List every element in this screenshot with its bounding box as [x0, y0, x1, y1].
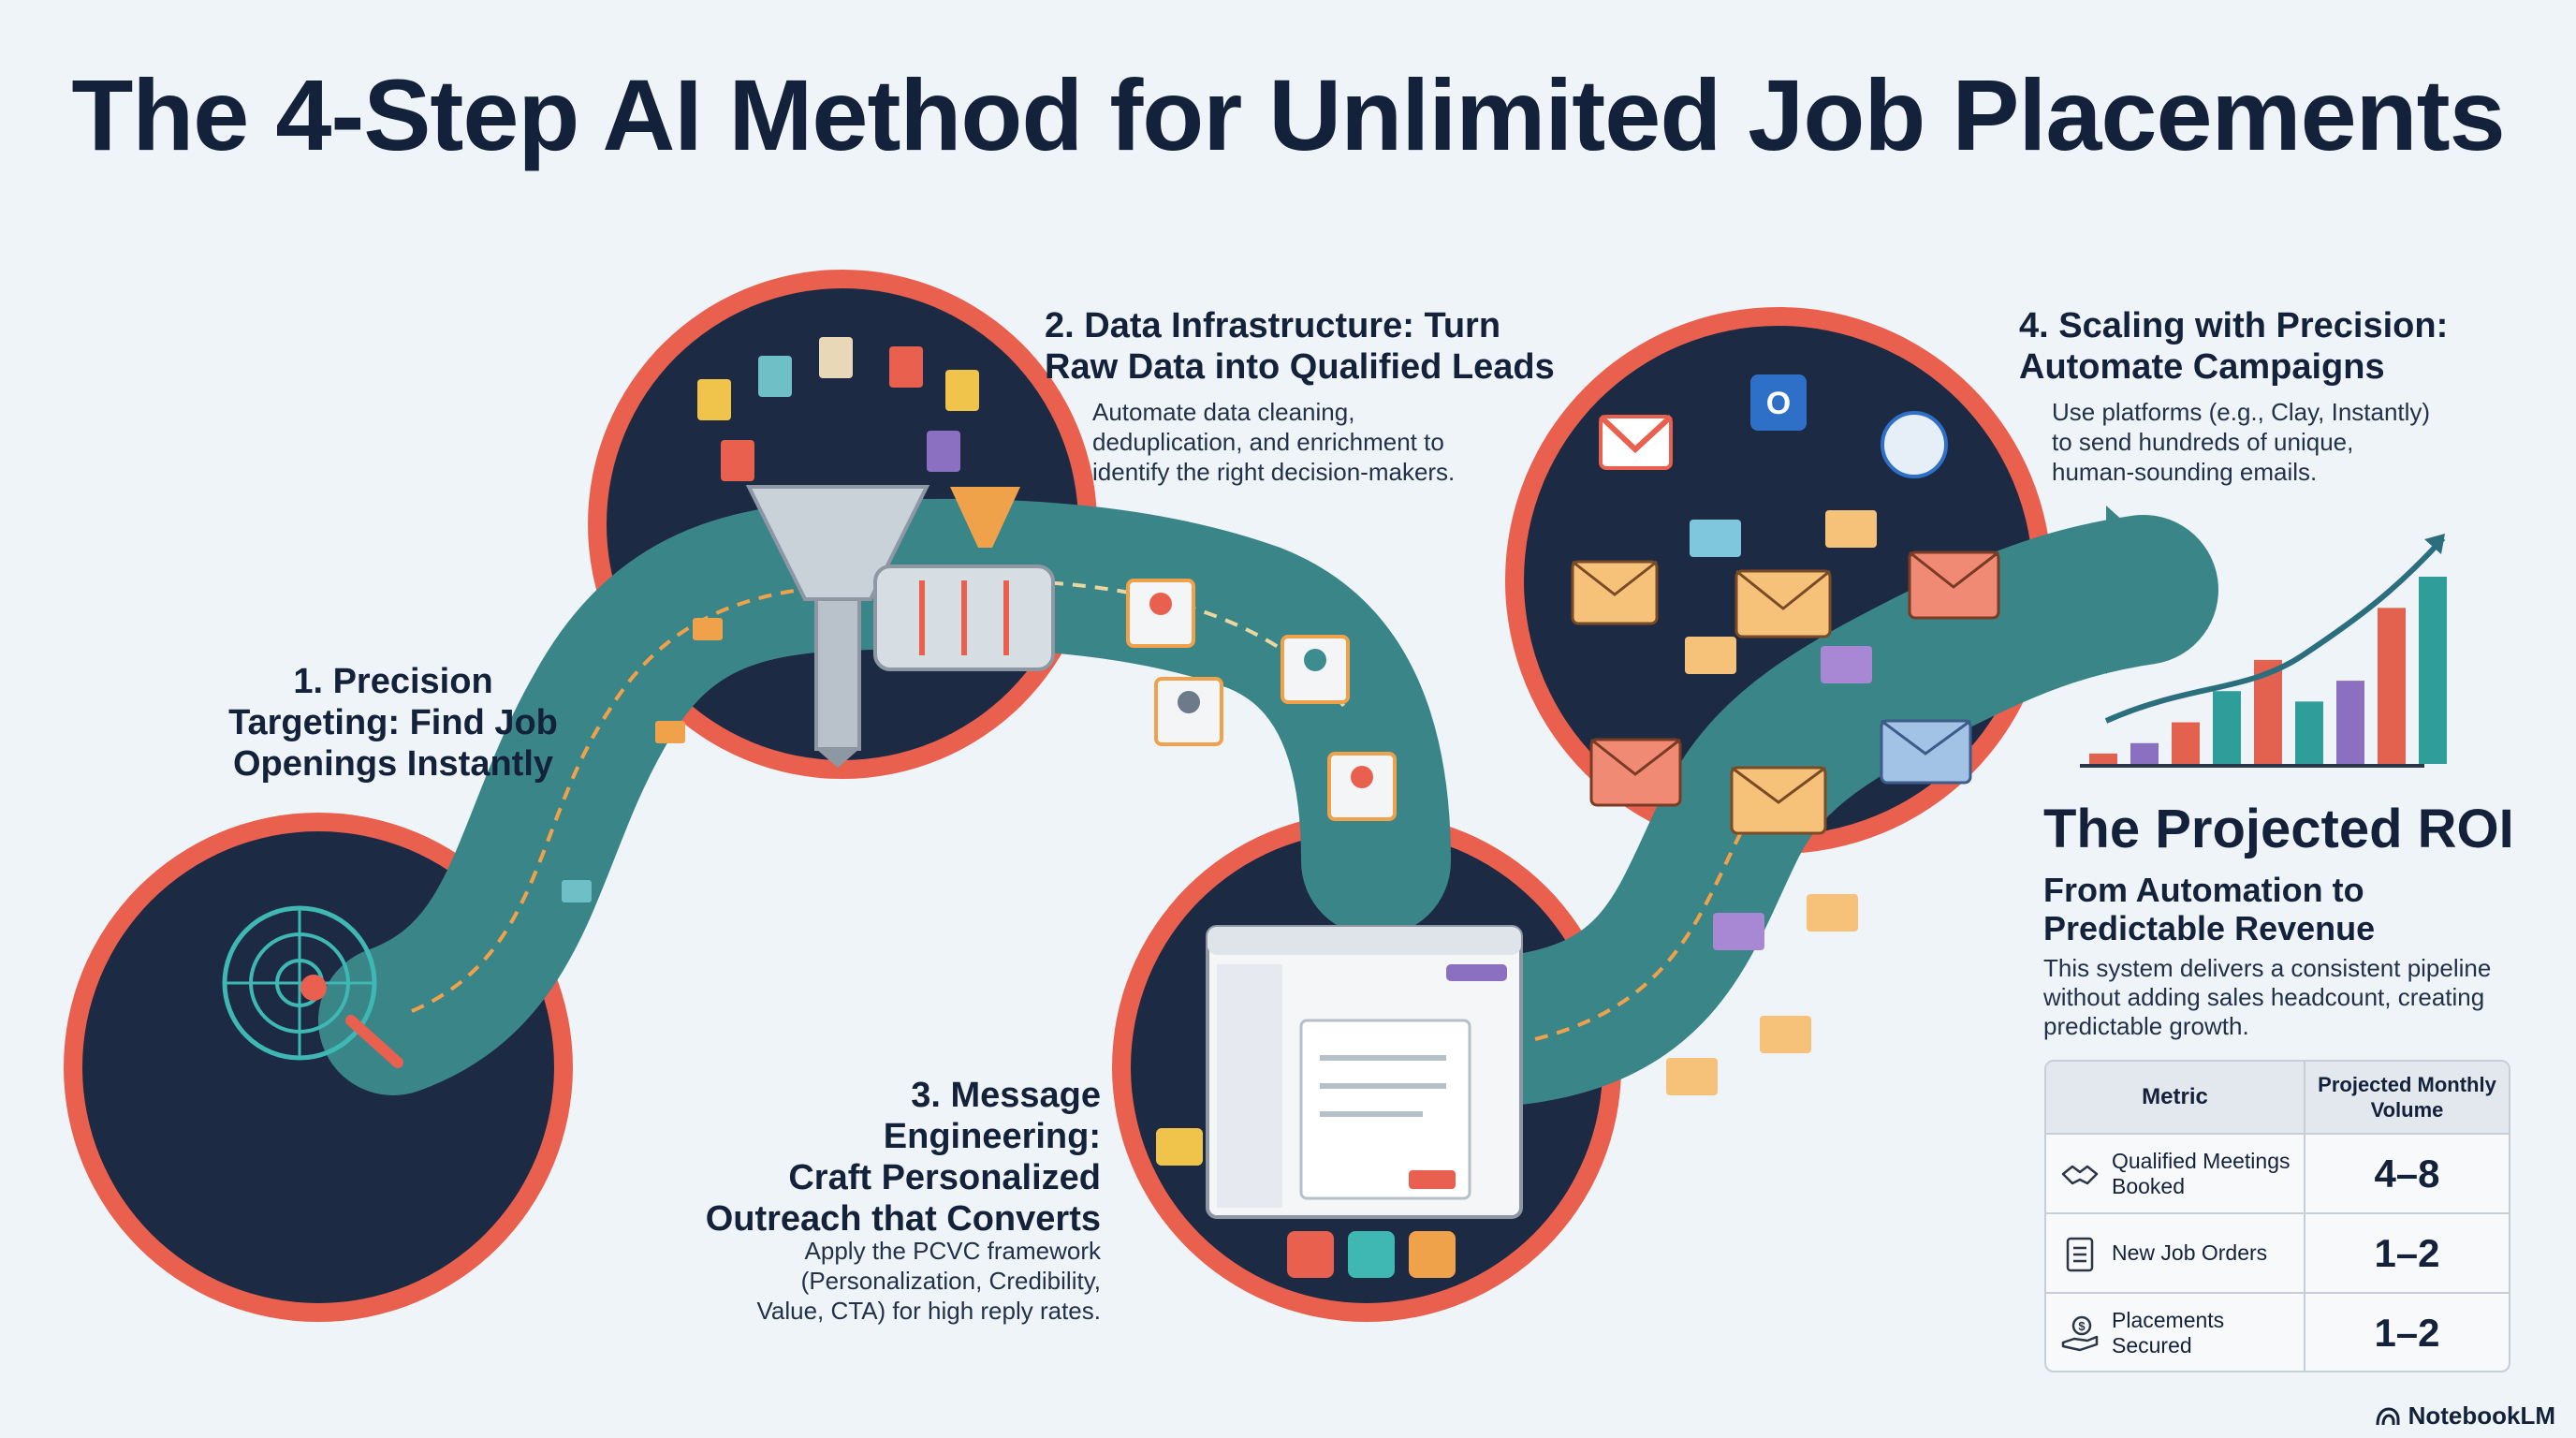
step2-description-line: Automate data cleaning, [1092, 398, 1355, 426]
email-editor-window [1206, 925, 1523, 1219]
flow-arrow-head [2106, 506, 2200, 674]
funnel-icon [745, 485, 1055, 768]
step1-heading-line: Targeting: Find Job [228, 703, 558, 742]
growth-bar [2089, 753, 2117, 764]
roi-table: Metric Projected Monthly Volume Qualifie… [2044, 1060, 2510, 1372]
step2-heading: 2. Data Infrastructure: Turn Raw Data in… [1045, 305, 1555, 388]
growth-bar [2378, 608, 2406, 764]
table-header: Metric Projected Monthly Volume [2046, 1062, 2509, 1135]
step3-heading-line: 3. Message [911, 1076, 1101, 1115]
profile-cards [1126, 579, 1397, 821]
money-hand-icon: $ [2061, 1315, 2099, 1351]
step3-description-line: Apply the PCVC framework [804, 1237, 1101, 1265]
roi-title: The Projected ROI [2043, 799, 2514, 859]
pcvc-icons [1156, 1128, 1456, 1278]
growth-bar [2336, 681, 2364, 764]
growth-bar [2419, 577, 2447, 764]
step3-description: Apply the PCVC framework (Personalizatio… [693, 1236, 1101, 1326]
step4-description-line: to send hundreds of unique, [2052, 428, 2354, 456]
growth-bar [2172, 722, 2200, 764]
column-header-volume: Projected Monthly Volume [2304, 1062, 2509, 1133]
growth-arrow-icon [2424, 534, 2445, 554]
step4-description: Use platforms (e.g., Clay, Instantly) to… [2052, 397, 2430, 487]
step4-description-line: Use platforms (e.g., Clay, Instantly) [2052, 398, 2431, 426]
roi-description: This system delivers a consistent pipeli… [2043, 954, 2492, 1040]
radar-icon [222, 905, 403, 1068]
volume-cell: 1–2 [2304, 1294, 2509, 1371]
metric-label: Placements Secured [2112, 1307, 2225, 1357]
growth-bars [2089, 577, 2447, 764]
step3-heading: 3. Message Engineering: Craft Personaliz… [655, 1075, 1101, 1240]
growth-bar [2213, 691, 2241, 764]
metric-cell: New Job Orders [2046, 1214, 2304, 1292]
metric-label: New Job Orders [2112, 1240, 2268, 1265]
step2-heading-line: Raw Data into Qualified Leads [1045, 347, 1555, 387]
document-icons [562, 337, 979, 902]
step2-heading-line: 2. Data Infrastructure: Turn [1045, 306, 1501, 345]
envelope-icons [1571, 510, 2000, 1095]
brand-name: NotebookLM [2408, 1401, 2555, 1430]
step3-heading-line: Outreach that Converts [705, 1199, 1101, 1239]
step1-heading: 1. Precision Targeting: Find Job Opening… [140, 661, 646, 785]
svg-text:$: $ [2078, 1319, 2086, 1333]
brand-mark: NotebookLM [2375, 1401, 2555, 1431]
step4-heading: 4. Scaling with Precision: Automate Camp… [2019, 305, 2448, 388]
roi-subtitle: From Automation to Predictable Revenue [2043, 871, 2376, 947]
outlook-icon: O [1750, 374, 1807, 431]
step4-heading-line: Automate Campaigns [2019, 347, 2385, 387]
volume-cell: 1–2 [2304, 1214, 2509, 1292]
table-row: $ Placements Secured 1–2 [2046, 1294, 2509, 1371]
step2-description: Automate data cleaning, deduplication, a… [1092, 397, 1455, 487]
table-row: Qualified Meetings Booked 4–8 [2046, 1135, 2509, 1214]
cloud-icon [1881, 411, 1948, 478]
checklist-icon [2066, 1237, 2094, 1271]
svg-text:O: O [1766, 386, 1791, 421]
notebooklm-logo-icon [2376, 1406, 2400, 1425]
table-row: New Job Orders 1–2 [2046, 1214, 2509, 1294]
handshake-icon [2061, 1165, 2099, 1184]
step4-description-line: human-sounding emails. [2052, 458, 2318, 486]
step3-heading-line: Engineering: [883, 1117, 1101, 1156]
step2-description-line: deduplication, and enrichment to [1092, 428, 1444, 456]
growth-bar [2130, 742, 2159, 764]
step2-description-line: identify the right decision-makers. [1092, 458, 1456, 486]
volume-cell: 4–8 [2304, 1135, 2509, 1212]
page-title: The 4-Step AI Method for Unlimited Job P… [71, 58, 2505, 171]
metric-cell: $ Placements Secured [2046, 1294, 2304, 1371]
growth-bar [2295, 701, 2323, 764]
step1-heading-line: Openings Instantly [232, 744, 554, 784]
metric-label: Qualified Meetings Booked [2112, 1148, 2291, 1198]
step3-heading-line: Craft Personalized [788, 1158, 1101, 1197]
gmail-icon [1598, 414, 1674, 470]
growth-chart [2080, 534, 2447, 768]
step3-description-line: (Personalization, Credibility, [800, 1267, 1101, 1295]
column-header-metric: Metric [2142, 1084, 2208, 1109]
step3-description-line: Value, CTA) for high reply rates. [756, 1297, 1101, 1325]
metric-cell: Qualified Meetings Booked [2046, 1135, 2304, 1212]
step1-heading-line: 1. Precision [293, 662, 493, 701]
step4-heading-line: 4. Scaling with Precision: [2019, 306, 2449, 345]
